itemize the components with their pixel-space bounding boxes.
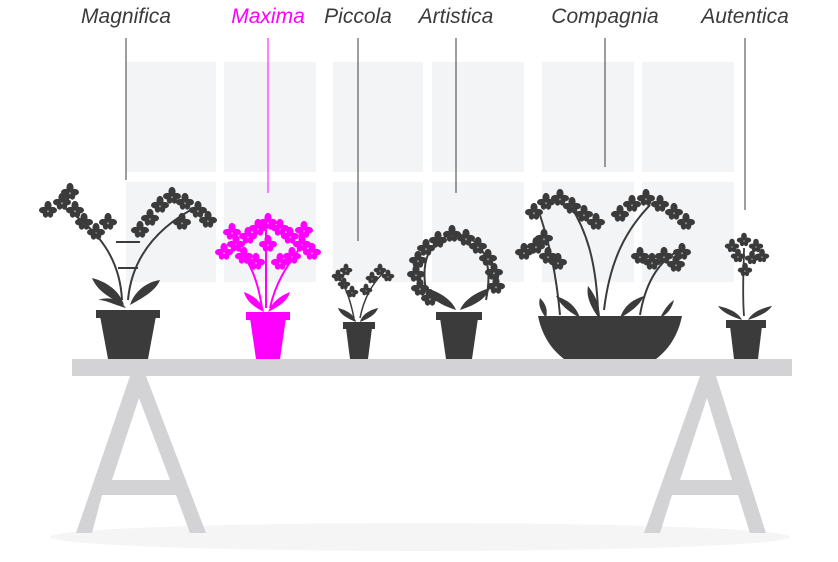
orchid-compagnia[interactable] <box>515 188 695 359</box>
product-nav: Magnifica Maxima Piccola Artistica Compa… <box>81 5 789 28</box>
pot-icon <box>250 318 286 359</box>
trestle-table <box>72 359 792 533</box>
nav-magnifica[interactable]: Magnifica <box>81 5 171 28</box>
nav-piccola[interactable]: Piccola <box>324 5 392 28</box>
nav-compagnia[interactable]: Compagnia <box>551 5 658 28</box>
pot-icon <box>440 318 478 359</box>
pot-icon <box>730 326 762 359</box>
nav-artistica[interactable]: Artistica <box>417 5 494 28</box>
label-wires <box>125 38 746 241</box>
pot-icon <box>538 316 682 359</box>
window-panels <box>126 62 734 282</box>
nav-maxima[interactable]: Maxima <box>231 5 305 28</box>
orchid-autentica[interactable] <box>718 232 772 359</box>
orchid-artistica[interactable] <box>407 224 505 359</box>
pot-icon <box>346 328 372 359</box>
orchid-piccola[interactable] <box>331 263 395 359</box>
orchid-maxima[interactable] <box>215 212 321 359</box>
floor-shadow <box>50 523 790 551</box>
orchid-magnifica[interactable] <box>39 182 217 359</box>
table-top <box>72 359 792 376</box>
pot-icon <box>100 316 156 359</box>
nav-autentica[interactable]: Autentica <box>699 5 789 28</box>
